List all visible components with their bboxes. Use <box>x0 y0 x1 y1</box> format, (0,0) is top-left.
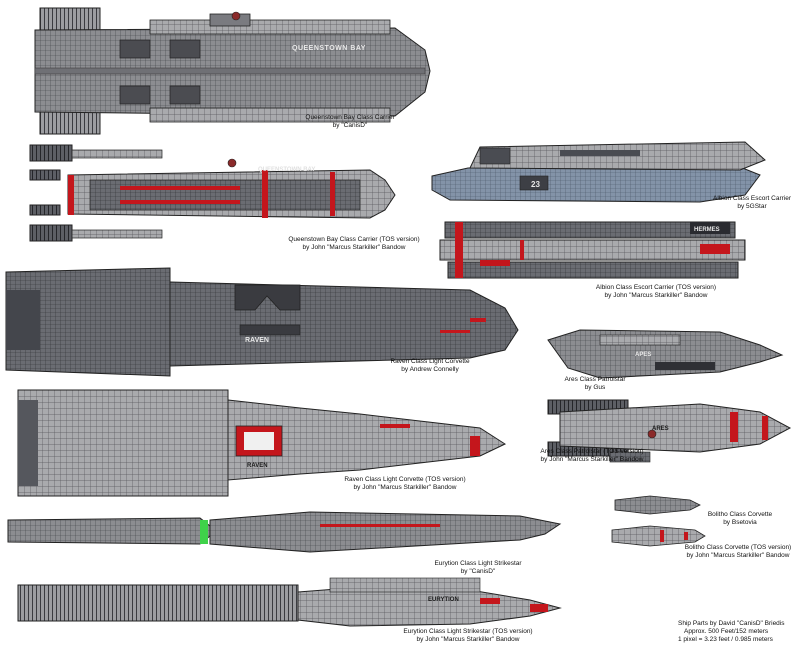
label-eurytion-tos: Eurytion Class Light Strikestar (TOS ver… <box>403 628 533 643</box>
queenstown-tos-hull-text: QUEENSTOWN BAY <box>258 167 315 173</box>
label-raven-tos: Raven Class Light Corvette (TOS version)… <box>344 476 466 491</box>
label-eurytion: Eurytion Class Light Strikestar by "Cani… <box>434 560 522 575</box>
raven-hull-text: RAVEN <box>245 337 269 344</box>
ship-queenstown-tos <box>29 144 396 242</box>
ship-eurytion <box>7 511 562 553</box>
ship-queenstown <box>34 7 431 135</box>
queenstown-hull-text: QUEENSTOWN BAY <box>292 45 366 52</box>
ares-tos-hull-text: ARES <box>652 426 669 432</box>
eurytion-tos-hull-text: EURYTION <box>428 597 459 603</box>
ship-albion-tos <box>439 221 746 279</box>
ship-ares <box>547 329 784 379</box>
ares-hull-text: APES <box>635 352 651 358</box>
credit-line-1: Ship Parts by David "CanisD" Briedis <box>678 620 785 627</box>
label-albion: Albion Class Escort Carrier by 5GStar <box>712 195 792 210</box>
label-ares-tos: Ares Class Patrolstar (TOS version) by J… <box>540 448 644 463</box>
ship-eurytion-tos <box>17 577 562 627</box>
label-albion-tos: Albion Class Escort Carrier (TOS version… <box>595 284 717 299</box>
credit-line-3: 1 pixel = 3.23 feet / 0.985 meters <box>678 636 773 643</box>
raven-tos-hull-text: RAVEN <box>247 463 268 469</box>
label-raven: Raven Class Light Corvette by Andrew Con… <box>390 358 470 373</box>
credit-block: Ship Parts by David "CanisD" Briedis App… <box>678 620 785 644</box>
albion-tos-hull-text: HERMES <box>694 227 720 233</box>
label-ares: Ares Class Patrolstar by Gus <box>564 376 626 391</box>
ship-bolitho-tos <box>611 525 706 547</box>
credit-line-2: Approx. 500 Feet/152 meters <box>684 628 769 635</box>
ship-raven <box>5 267 519 377</box>
ship-albion <box>431 141 766 203</box>
albion-hull-text: 23 <box>531 180 540 189</box>
ship-raven-tos <box>17 389 507 497</box>
ship-bolitho <box>614 495 701 515</box>
ship-ares-tos <box>547 399 792 463</box>
label-queenstown-tos: Queenstown Bay Class Carrier (TOS versio… <box>288 236 420 251</box>
label-queenstown: Queenstown Bay Class Carrier by "CanisD" <box>305 114 395 129</box>
label-bolitho-tos: Bolitho Class Corvette (TOS version) by … <box>684 544 792 559</box>
label-bolitho: Bolitho Class Corvette by Bsetovia <box>707 511 773 526</box>
